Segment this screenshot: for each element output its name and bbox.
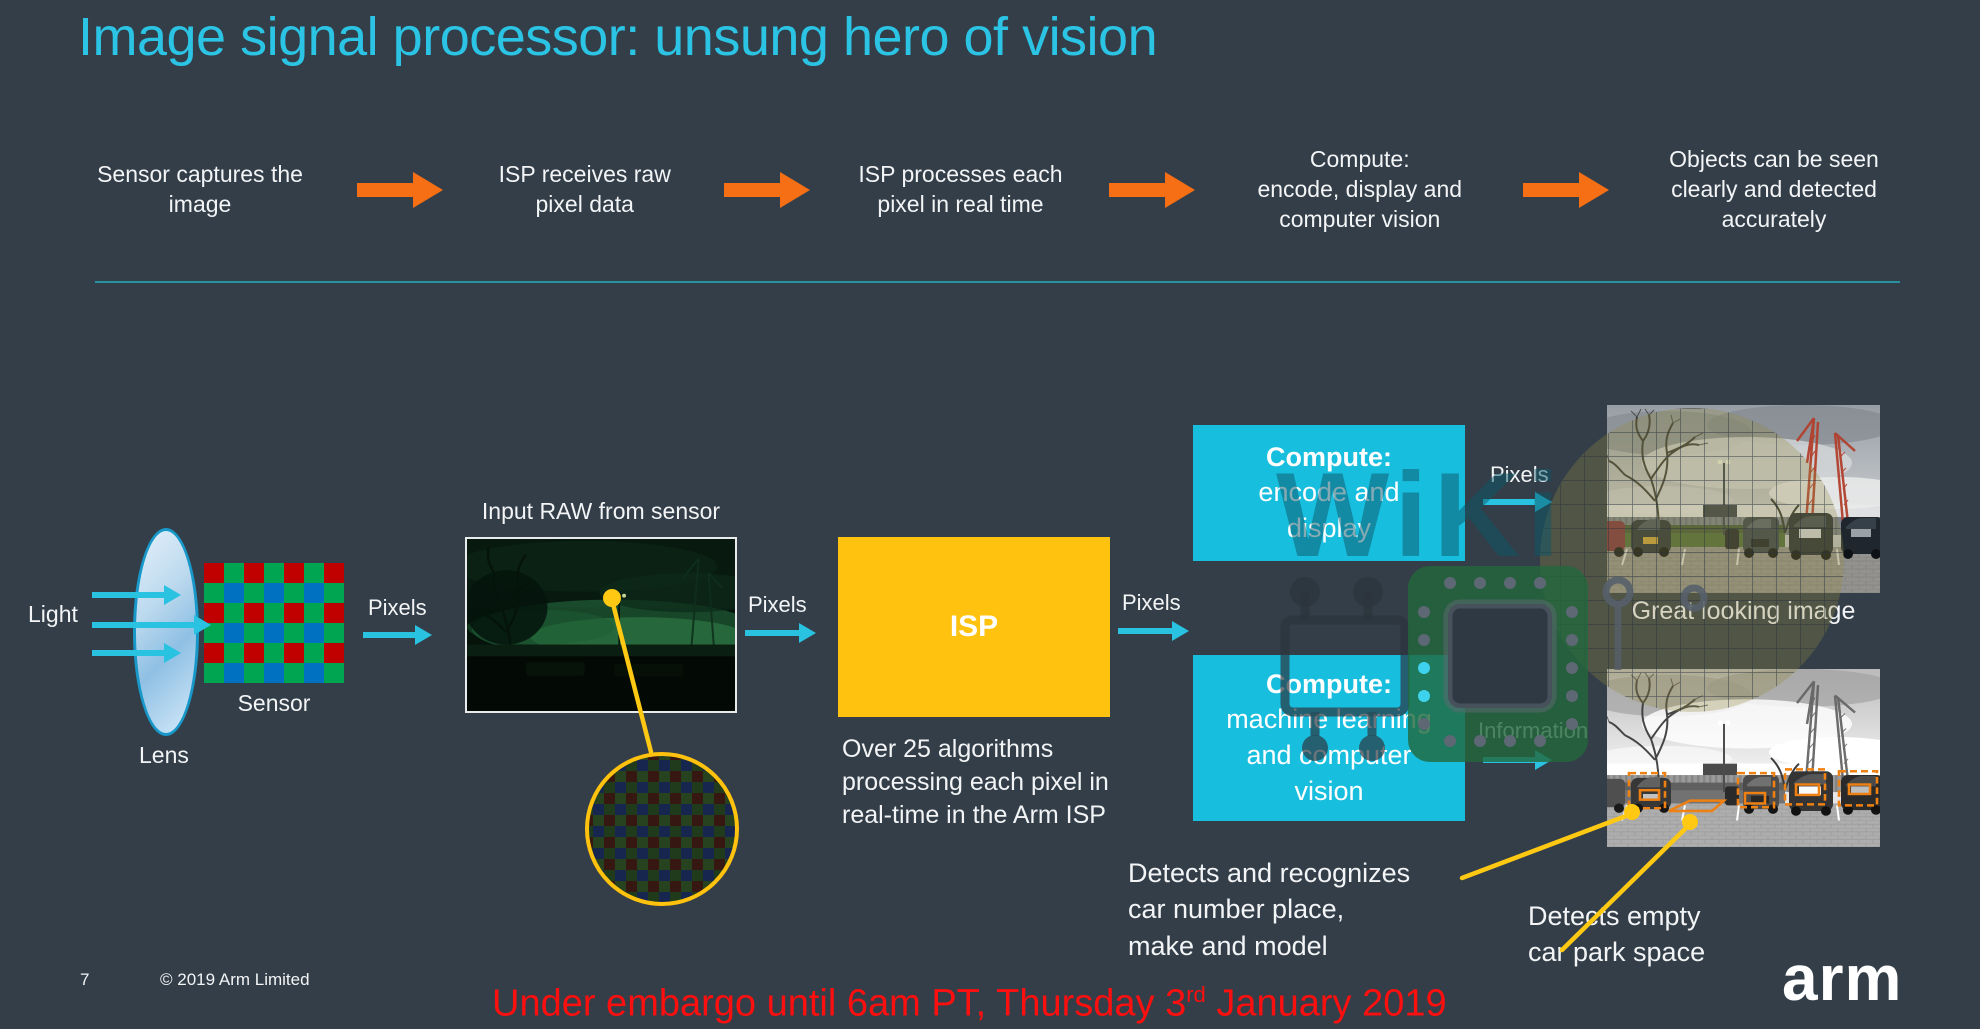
raw-night-image	[465, 537, 737, 713]
information-label: Information	[1478, 718, 1589, 743]
flow-arrow-icon	[1108, 172, 1197, 208]
pixels-arrow-icon	[1118, 621, 1189, 641]
pixels-label: Pixels	[1122, 590, 1181, 615]
compute-encode-box: Compute: encode and display	[1193, 425, 1465, 561]
light-arrow-icon	[92, 585, 181, 605]
flow-step-sensor: Sensor captures the image	[97, 161, 303, 217]
light-arrow-icon	[92, 615, 211, 635]
pixels-arrow-icon	[363, 625, 432, 645]
embargo-prefix: Under embargo until 6am PT, Thursday 3	[492, 982, 1187, 1025]
pixels-label: Pixels	[748, 592, 807, 617]
arm-logo: arm	[1782, 942, 1903, 1014]
flow-arrow-icon	[1522, 172, 1611, 208]
flow-step-compute: Compute: encode, display and computer vi…	[1257, 146, 1463, 232]
light-label: Light	[28, 601, 78, 627]
page-title: Image signal processor: unsung hero of v…	[78, 7, 1158, 67]
embargo-superscript: rd	[1186, 982, 1206, 1007]
detection-overlay	[1627, 768, 1879, 813]
flow-arrow-icon	[724, 172, 812, 208]
sensor-label: Sensor	[237, 690, 311, 716]
light-arrow-icon	[92, 643, 181, 663]
flow-step-objects: Objects can be seen clearly and detected…	[1669, 146, 1879, 232]
embargo-suffix: January 2019	[1205, 982, 1447, 1025]
pixels-arrow-icon	[745, 623, 816, 643]
isp-caption: Over 25 algorithms processing each pixel…	[842, 735, 1109, 829]
isp-box-label: ISP	[949, 610, 999, 643]
compute-ml-box: Compute: machine learning and computer v…	[1193, 655, 1465, 821]
compute-encode-body: encode and display	[1258, 477, 1400, 543]
raw-image-title: Input RAW from sensor	[481, 498, 721, 524]
isp-box: ISP	[838, 537, 1110, 717]
pixels-arrow-icon	[1483, 492, 1552, 512]
detect-plate-caption: Detects and recognizes car number place,…	[1128, 858, 1411, 961]
flow-step-isp-processes: ISP processes each pixel in real time	[858, 161, 1063, 217]
detection-photo	[1607, 669, 1880, 847]
divider-line	[95, 281, 1900, 283]
flow-step-isp-receives: ISP receives raw pixel data	[498, 161, 671, 217]
pixels-label: Pixels	[1490, 462, 1549, 487]
embargo-notice: Under embargo until 6am PT, Thursday 3rd…	[492, 982, 1447, 1026]
information-arrow-icon	[1483, 750, 1552, 770]
bayer-magnifier	[585, 752, 739, 906]
copyright: © 2019 Arm Limited	[160, 970, 310, 989]
pixels-label: Pixels	[368, 595, 427, 620]
great-image-caption: Great looking image	[1631, 597, 1856, 625]
detect-space-caption: Detects empty car park space	[1528, 901, 1706, 968]
bayer-sensor-grid	[204, 563, 344, 683]
great-looking-photo	[1607, 405, 1880, 593]
lens-shape	[133, 528, 199, 736]
flow-arrow-icon	[357, 172, 445, 208]
top-flow: Sensor captures the image ISP receives r…	[75, 132, 1905, 248]
compute-ml-body: machine learning and computer vision	[1226, 704, 1432, 806]
compute-ml-heading: Compute:	[1266, 668, 1392, 699]
compute-encode-heading: Compute:	[1266, 441, 1392, 472]
page-number: 7	[80, 970, 90, 989]
lens-label: Lens	[139, 742, 189, 768]
